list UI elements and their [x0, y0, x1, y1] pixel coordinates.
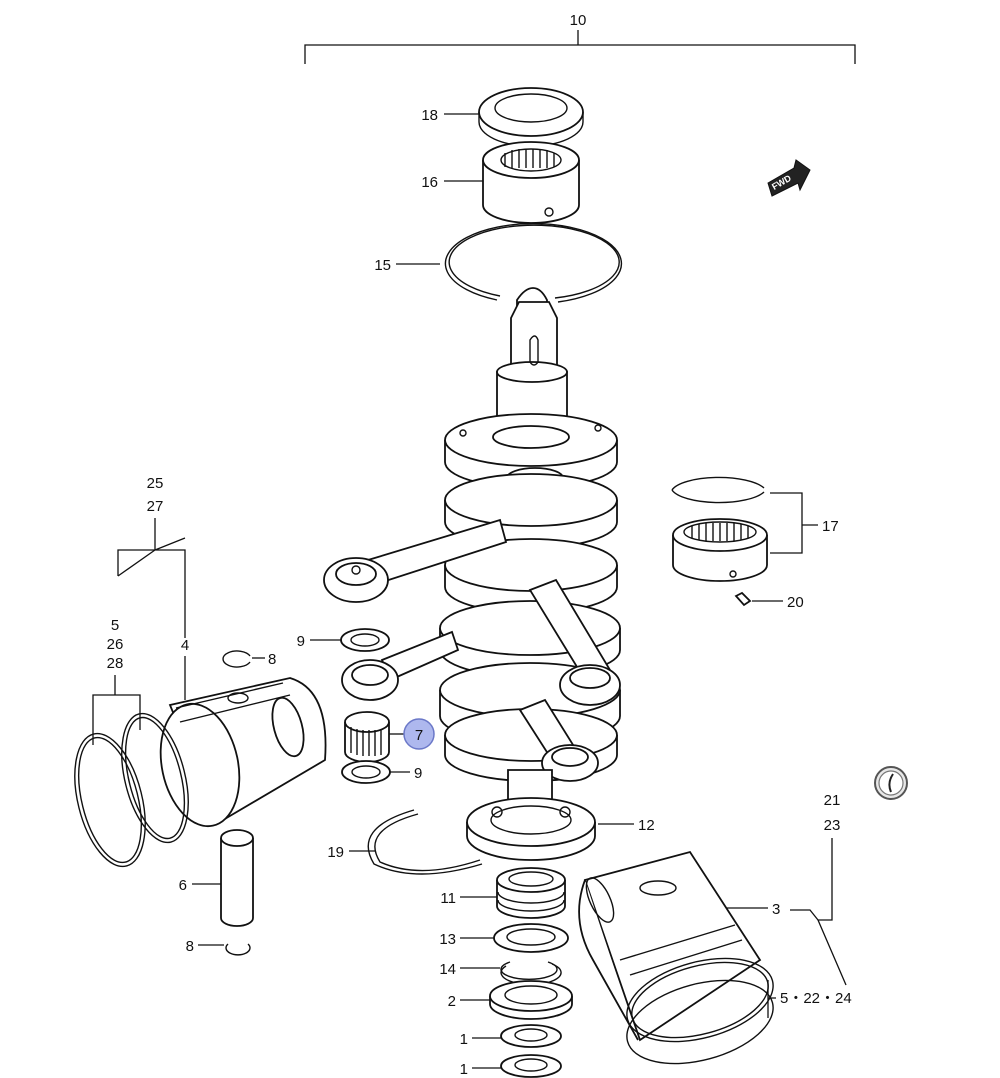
part-3-piston[interactable] — [578, 850, 762, 1042]
callout-2[interactable]: 2 — [448, 993, 456, 1010]
fwd-arrow-icon: FWD — [767, 159, 811, 197]
callout-5a[interactable]: 5 — [111, 617, 119, 634]
callout-28[interactable]: 28 — [107, 655, 124, 672]
callout-9b[interactable]: 9 — [414, 765, 422, 782]
part-16-bearing[interactable] — [482, 141, 580, 224]
c-ring-symbol-icon — [874, 766, 908, 800]
part-4-piston[interactable] — [150, 677, 327, 834]
callout-13[interactable]: 13 — [439, 931, 456, 948]
callout-11[interactable]: 11 — [440, 890, 456, 907]
part-17-bearing[interactable] — [671, 476, 768, 582]
part-9-washer-upper[interactable] — [340, 628, 390, 652]
callout-3[interactable]: 3 — [772, 901, 780, 918]
part-5-piston-rings[interactable] — [62, 707, 200, 874]
callout-4[interactable]: 4 — [181, 637, 189, 654]
callout-1a[interactable]: 1 — [460, 1031, 468, 1048]
callout-25[interactable]: 25 — [147, 475, 164, 492]
callout-7-highlight[interactable] — [403, 718, 435, 750]
part-18-oil-seal[interactable] — [478, 87, 584, 147]
callout-21[interactable]: 21 — [824, 792, 841, 809]
crankshaft-assembly — [323, 287, 621, 807]
part-7-needle-bearing[interactable] — [344, 711, 390, 763]
part-9-washer-lower[interactable] — [341, 760, 391, 784]
part-6-piston-pin[interactable] — [220, 829, 254, 927]
callout-1b[interactable]: 1 — [460, 1061, 468, 1078]
part-1-washer-b[interactable] — [500, 1054, 562, 1078]
callout-27[interactable]: 27 — [147, 498, 164, 515]
part-20-pin[interactable] — [734, 591, 752, 607]
callout-15[interactable]: 15 — [374, 257, 391, 274]
callout-8a[interactable]: 8 — [268, 651, 276, 668]
callout-14[interactable]: 14 — [439, 961, 456, 978]
callout-17[interactable]: 17 — [822, 518, 839, 535]
part-1-washer-a[interactable] — [500, 1024, 562, 1048]
part-11-needle-bearing[interactable] — [496, 867, 566, 919]
callout-7[interactable]: 7 — [415, 727, 423, 744]
callout-9a[interactable]: 9 — [297, 633, 305, 650]
part-2-seal[interactable] — [489, 980, 573, 1020]
callout-19[interactable]: 19 — [327, 844, 344, 861]
part-13-washer[interactable] — [493, 923, 569, 953]
callout-6[interactable]: 6 — [179, 877, 187, 894]
callout-18[interactable]: 18 — [421, 107, 438, 124]
callout-12[interactable]: 12 — [638, 817, 655, 834]
part-8-clip-lower[interactable] — [225, 943, 251, 956]
part-15-ring[interactable] — [444, 222, 623, 303]
bracket-10 — [304, 30, 856, 64]
callout-23[interactable]: 23 — [824, 817, 841, 834]
callout-10[interactable]: 10 — [570, 12, 587, 29]
callout-16[interactable]: 16 — [421, 174, 438, 191]
part-19-circlip[interactable] — [367, 809, 483, 875]
callout-26[interactable]: 26 — [107, 636, 124, 653]
part-8-clip-upper[interactable] — [222, 650, 251, 668]
callout-8b[interactable]: 8 — [186, 938, 194, 955]
callout-5-22-24[interactable]: 5・22・24 — [780, 990, 852, 1007]
part-12-ball-bearing[interactable] — [466, 797, 596, 861]
callout-20[interactable]: 20 — [787, 594, 804, 611]
